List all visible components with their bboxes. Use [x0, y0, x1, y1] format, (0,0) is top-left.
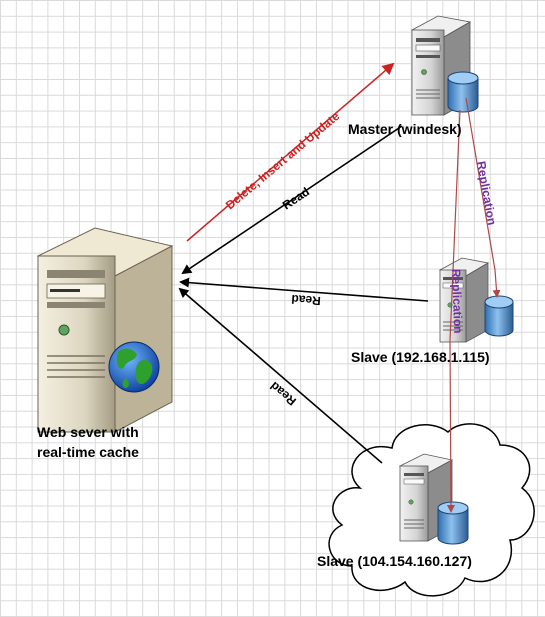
slave1-server-icon	[438, 257, 490, 343]
read-arrow-slave2	[178, 287, 383, 464]
master-caption: Master (windesk)	[348, 121, 462, 137]
read-arrow-master	[181, 125, 403, 275]
master-database-icon	[447, 71, 479, 113]
slave1-database-icon	[484, 295, 514, 337]
slave2-database-icon	[437, 501, 469, 545]
replication-line-slave2	[446, 109, 461, 513]
read-label-master: Read	[280, 184, 312, 212]
web-caption-line2: real-time cache	[37, 444, 139, 460]
write-arrow	[186, 62, 395, 242]
web-server-icon	[36, 227, 174, 433]
globe-icon	[108, 341, 160, 393]
slave2-caption: Slave (104.154.160.127)	[317, 553, 472, 569]
read-label-slave1: Read	[291, 292, 321, 308]
read-arrow-slave1	[179, 277, 429, 302]
replication-label-slave1: Replication	[474, 160, 499, 226]
write-edge-label: Delete, Insert and Update	[223, 109, 343, 213]
slave1-caption: Slave (192.168.1.115)	[351, 349, 490, 365]
read-label-slave2: Read	[267, 379, 298, 409]
web-caption-line1: Web sever with	[37, 424, 139, 440]
replication-label-slave2: Replication	[449, 269, 465, 334]
replication-line-slave1	[465, 97, 501, 298]
